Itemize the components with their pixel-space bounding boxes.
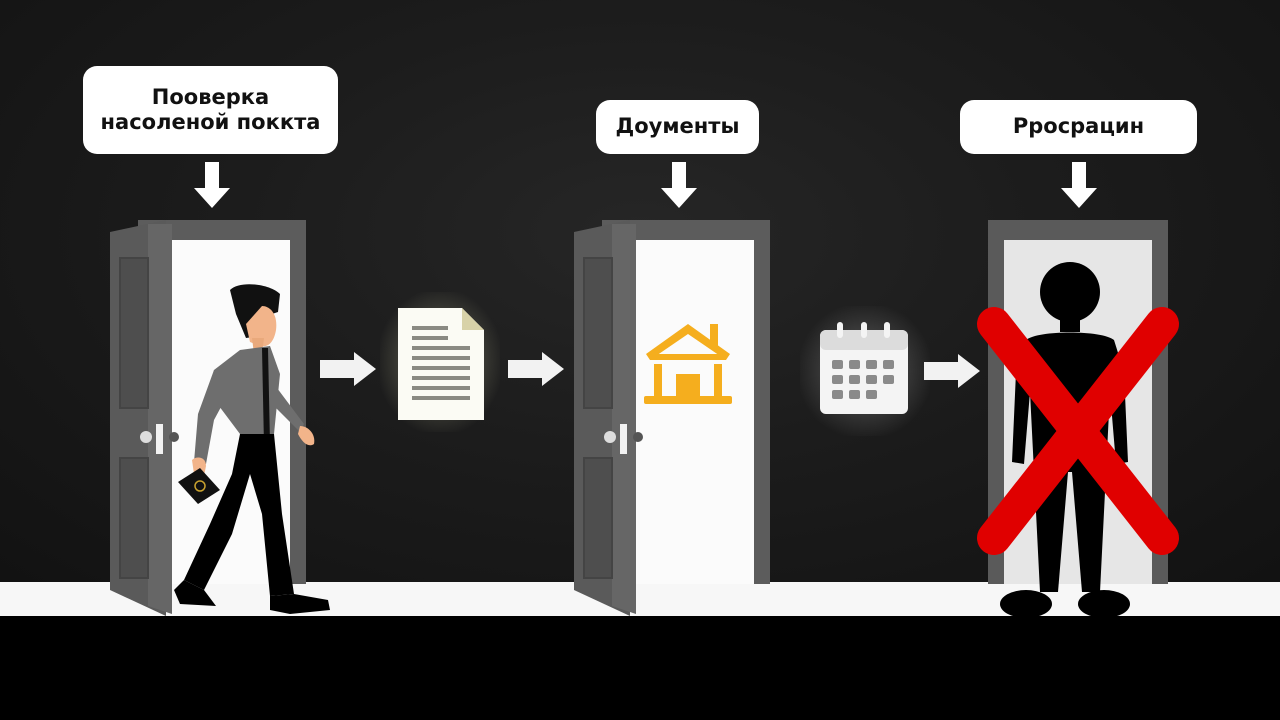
down-arrow-icon: [1061, 162, 1097, 208]
lit-floor: [0, 582, 1280, 616]
house-icon: [644, 324, 732, 404]
dark-foreground: [0, 616, 1280, 720]
walking-man-with-passport: [174, 284, 330, 614]
down-arrow-icon: [194, 162, 230, 208]
step-1-label-line-1: Пооверка: [151, 84, 270, 109]
step-3-label: Рросрацин: [960, 100, 1197, 154]
calendar-icon: [820, 322, 908, 414]
down-arrow-icon: [661, 162, 697, 208]
right-arrow-icon: [508, 352, 564, 386]
step-1-label-line-2: насоленой покктa: [100, 110, 321, 134]
door-2: [574, 220, 770, 616]
red-cross-icon: [977, 307, 1179, 555]
step-2-label: Доументы: [596, 100, 759, 154]
right-arrow-icon: [320, 352, 376, 386]
document-icon: [398, 308, 484, 420]
right-arrow-icon: [924, 354, 980, 388]
step-1-label: Пооверка насоленой покктa: [83, 66, 338, 154]
